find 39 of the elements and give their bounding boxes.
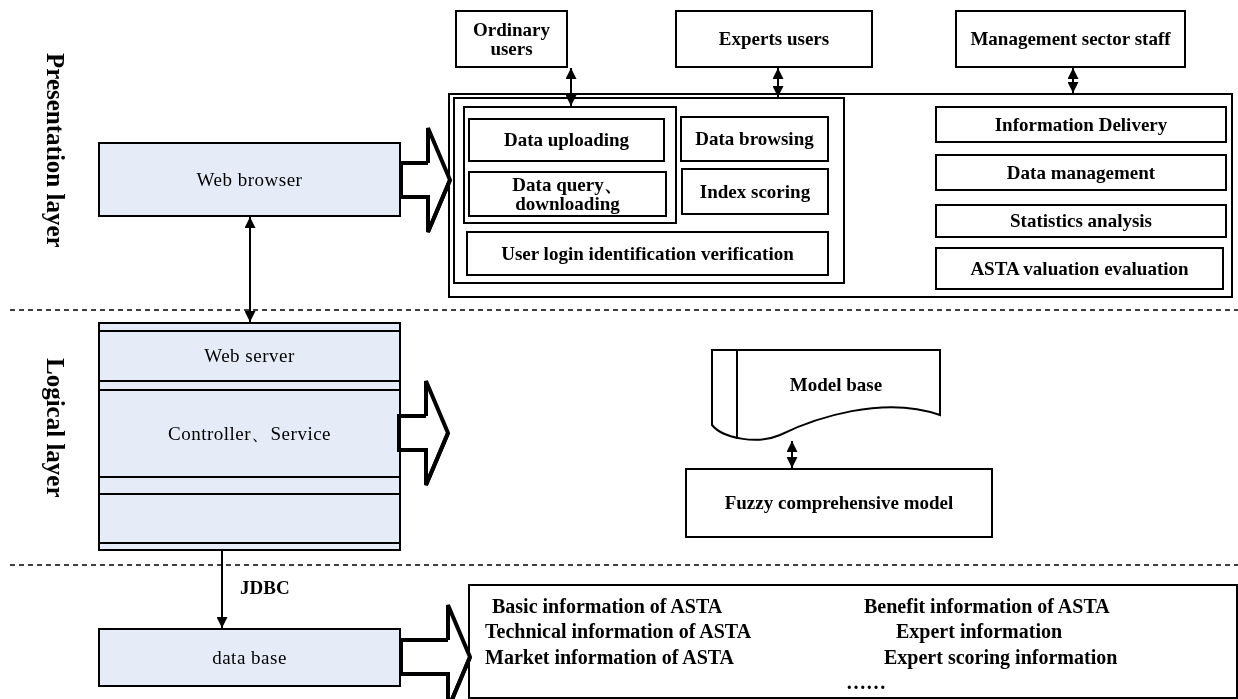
layer-label: Presentation layer [42, 52, 68, 248]
info-item: …… [846, 672, 886, 692]
function-box: User login identification verification [466, 231, 829, 276]
arrow [1067, 67, 1079, 94]
user-box: Management sector staff [955, 10, 1186, 68]
info-item: Expert scoring information [884, 647, 1118, 667]
stack-layer: Controller、Service [100, 389, 399, 478]
server-stack [98, 322, 401, 551]
module-panel [448, 93, 1233, 298]
function-box: Information Delivery [935, 106, 1227, 143]
function-box: Data management [935, 154, 1227, 191]
function-box: Data uploading [468, 118, 665, 162]
info-item: Market information of ASTA [485, 647, 735, 667]
info-item: Basic information of ASTA [492, 596, 723, 616]
arrow [565, 67, 577, 107]
function-box: Data browsing [680, 116, 829, 162]
info-box [468, 584, 1238, 699]
module-group [453, 97, 845, 284]
stack-layer: Web server [100, 330, 399, 382]
arrow [786, 440, 798, 469]
info-item: Technical information of ASTA [485, 621, 752, 641]
arrow [772, 67, 784, 98]
info-item: Expert information [896, 621, 1063, 641]
user-box: Experts users [675, 10, 873, 68]
user-box: Ordinary users [455, 10, 568, 68]
database-box: data base [98, 628, 401, 687]
function-box: Index scoring [681, 168, 829, 215]
stack-layer [100, 493, 399, 544]
module-group [463, 106, 677, 224]
function-box: ASTA valuation evaluation [935, 247, 1224, 290]
arrow [244, 216, 256, 323]
function-box: Data query、downloading [468, 171, 667, 217]
document-shape: Model base [711, 349, 941, 443]
info-item: Benefit information of ASTA [864, 596, 1110, 616]
function-box: Statistics analysis [935, 204, 1227, 238]
model-box: Fuzzy comprehensive model [685, 468, 993, 538]
layer-label: Logical layer [42, 358, 68, 498]
browser-box: Web browser [98, 142, 401, 217]
arrow [216, 550, 228, 629]
